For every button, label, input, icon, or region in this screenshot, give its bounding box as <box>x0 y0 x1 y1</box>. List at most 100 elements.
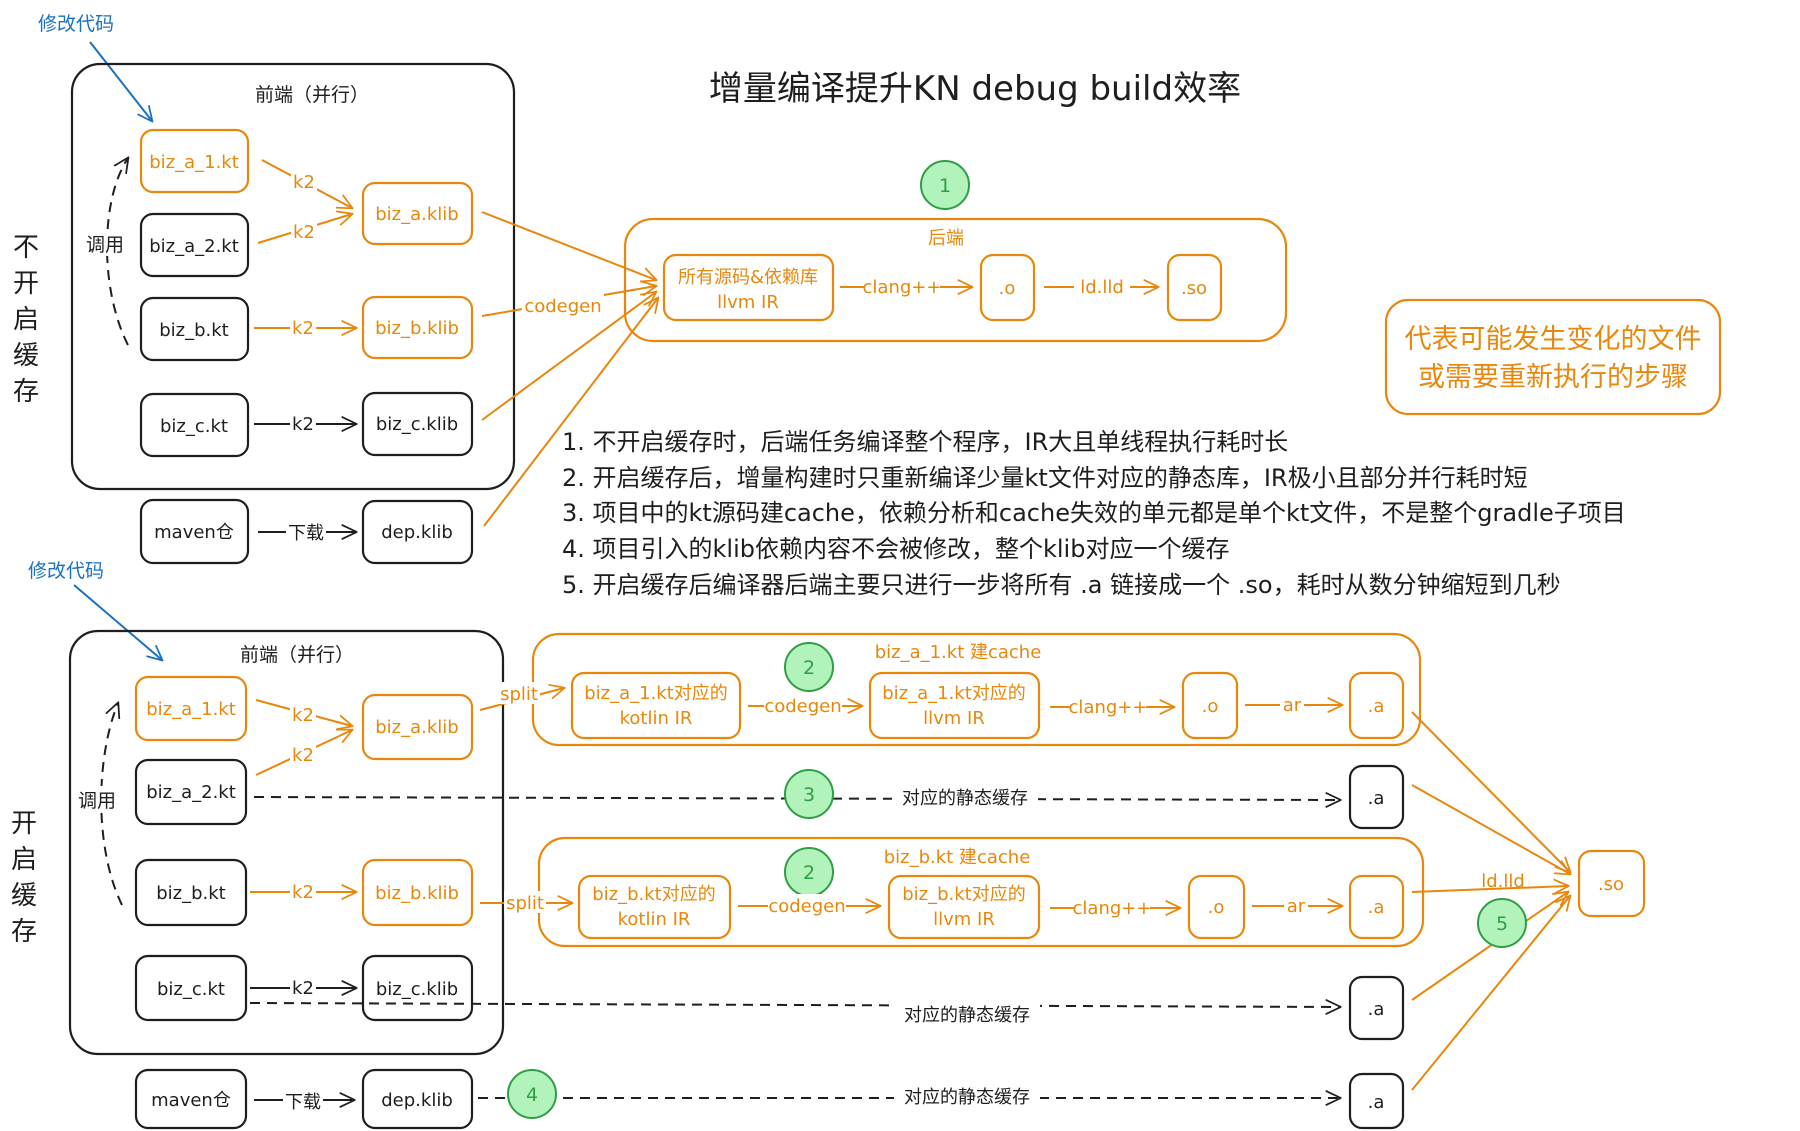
backend-title: 后端 <box>928 228 964 249</box>
step-badge-2: 2 <box>784 642 834 692</box>
svg-text:biz_a.klib: biz_a.klib <box>375 717 458 738</box>
object-file-box-b[interactable]: .o <box>1187 874 1246 940</box>
source-file-biz-c[interactable]: biz_c.kt <box>139 392 250 458</box>
kotlin-ir-box-a[interactable]: biz_a_1.kt对应的 kotlin IR <box>570 671 742 740</box>
side-label-char: 不 <box>13 233 39 263</box>
svg-text:biz_b.kt: biz_b.kt <box>159 320 229 341</box>
note-4: 4. 项目引入的klib依赖内容不会被修改，整个klib对应一个缓存 <box>562 535 1229 563</box>
klib-biz-a[interactable]: biz_a.klib <box>361 181 474 246</box>
source-file-biz-b[interactable]: biz_b.kt <box>139 296 250 362</box>
object-file-box[interactable]: .o <box>979 253 1036 322</box>
svg-text:biz_b.klib: biz_b.klib <box>375 318 459 339</box>
static-lib-box-b[interactable]: .a <box>1348 874 1405 940</box>
all-llvm-ir-box[interactable]: 所有源码&依赖库 llvm IR <box>662 253 835 322</box>
edge-klib-to-backend <box>481 211 656 280</box>
backend-container: 后端 <box>623 217 1288 343</box>
klib-dep[interactable]: dep.klib <box>361 499 474 565</box>
static-cache-label: 对应的静态缓存 <box>902 788 1028 809</box>
step-badge-3: 3 <box>784 769 834 819</box>
edge-k2-label: k2 <box>292 882 314 903</box>
svg-text:.a: .a <box>1368 897 1385 918</box>
page-title: 增量编译提升KN debug build效率 <box>709 69 1241 109</box>
edge-k2-label: k2 <box>293 222 315 243</box>
step-badge-1: 1 <box>920 160 970 210</box>
source-file-biz-a-1[interactable]: biz_a_1.kt <box>139 128 250 194</box>
note-2: 2. 开启缓存后，增量构建时只重新编译少量kt文件对应的静态库，IR极小且部分并… <box>562 464 1528 492</box>
svg-text:.a: .a <box>1368 788 1385 809</box>
edge-static-cache <box>249 1003 1340 1007</box>
static-lib-box-c[interactable]: .a <box>1348 975 1405 1041</box>
side-label-char: 开 <box>11 809 37 839</box>
klib-biz-b[interactable]: biz_b.klib <box>361 858 474 927</box>
edge-split-label: split <box>500 684 538 705</box>
svg-text:dep.klib: dep.klib <box>381 522 453 543</box>
source-file-biz-a-2[interactable]: biz_a_2.kt <box>139 212 250 278</box>
llvm-ir-box-b[interactable]: biz_b.kt对应的 llvm IR <box>887 874 1041 940</box>
static-lib-box-a[interactable]: .a <box>1348 671 1405 740</box>
klib-biz-b[interactable]: biz_b.klib <box>361 295 474 360</box>
klib-biz-a[interactable]: biz_a.klib <box>361 693 474 761</box>
source-file-biz-a-2[interactable]: biz_a_2.kt <box>134 758 248 826</box>
maven-repo[interactable]: maven仓 <box>134 1068 248 1130</box>
frontend-title: 前端（并行） <box>255 84 369 106</box>
step-badge-2: 2 <box>784 847 834 897</box>
edge-clang-label: clang++ <box>1073 898 1152 919</box>
source-file-biz-b[interactable]: biz_b.kt <box>134 858 248 927</box>
legend-line-1: 代表可能发生变化的文件 <box>1405 324 1702 355</box>
notes-list: 1. 不开启缓存时，后端任务编译整个程序，IR大且单线程执行耗时长 2. 开启缓… <box>562 428 1626 599</box>
edge-codegen-label: codegen <box>524 296 601 317</box>
svg-text:llvm IR: llvm IR <box>933 909 995 930</box>
shared-lib-box[interactable]: .so <box>1166 253 1223 322</box>
svg-text:biz_c.klib: biz_c.klib <box>376 979 458 1000</box>
legend: 代表可能发生变化的文件 或需要重新执行的步骤 <box>1384 298 1722 416</box>
source-file-biz-c[interactable]: biz_c.kt <box>134 954 248 1022</box>
klib-biz-c[interactable]: biz_c.klib <box>361 954 474 1022</box>
edge-k2-label: k2 <box>292 705 314 726</box>
object-file-box-a[interactable]: .o <box>1181 671 1239 740</box>
edge-k2-label: k2 <box>292 318 314 339</box>
frontend-title: 前端（并行） <box>240 644 354 666</box>
llvm-ir-box-a[interactable]: biz_a_1.kt对应的 llvm IR <box>868 671 1041 740</box>
static-cache-label: 对应的静态缓存 <box>904 1005 1030 1026</box>
maven-repo[interactable]: maven仓 <box>139 498 250 565</box>
source-file-biz-a-1[interactable]: biz_a_1.kt <box>134 675 248 742</box>
svg-text:biz_c.klib: biz_c.klib <box>376 414 458 435</box>
svg-text:3: 3 <box>803 784 815 806</box>
legend-line-2: 或需要重新执行的步骤 <box>1418 362 1688 393</box>
frontend-container <box>70 62 516 491</box>
kotlin-ir-box-b[interactable]: biz_b.kt对应的 kotlin IR <box>577 874 732 940</box>
edge-link <box>1411 886 1568 892</box>
edge-klib-to-backend <box>483 298 658 527</box>
svg-text:2: 2 <box>803 862 815 884</box>
edge-link <box>1411 892 1568 1001</box>
note-3: 3. 项目中的kt源码建cache，依赖分析和cache失效的单元都是单个kt文… <box>562 499 1626 527</box>
svg-text:maven仓: maven仓 <box>151 1090 231 1111</box>
call-arrow <box>106 158 128 346</box>
svg-text:5: 5 <box>1496 913 1508 935</box>
note-5: 5. 开启缓存后编译器后端主要只进行一步将所有 .a 链接成一个 .so，耗时从… <box>562 571 1561 599</box>
edge-link <box>1411 896 1570 1091</box>
svg-text:.o: .o <box>1202 696 1219 717</box>
svg-text:1: 1 <box>939 175 951 197</box>
edge-k2-label: k2 <box>292 978 314 999</box>
klib-dep[interactable]: dep.klib <box>361 1068 474 1130</box>
svg-text:biz_a_2.kt: biz_a_2.kt <box>149 236 239 257</box>
static-lib-box-a2[interactable]: .a <box>1348 764 1405 830</box>
frontend-container <box>68 629 505 1056</box>
svg-text:所有源码&依赖库: 所有源码&依赖库 <box>678 267 818 288</box>
side-label-char: 缓 <box>13 341 39 371</box>
svg-text:maven仓: maven仓 <box>154 522 234 543</box>
modify-code-arrow <box>73 584 162 660</box>
svg-text:.so: .so <box>1181 278 1207 299</box>
edge-clang-label: clang++ <box>1069 697 1148 718</box>
edge-ar-label: ar <box>1283 695 1302 716</box>
edge-lld-label: ld.lld <box>1481 871 1525 892</box>
shared-lib-box[interactable]: .so <box>1577 849 1646 918</box>
svg-text:llvm IR: llvm IR <box>923 708 985 729</box>
static-lib-box-dep[interactable]: .a <box>1348 1072 1405 1130</box>
modify-code-label: 修改代码 <box>28 560 104 582</box>
side-label-char: 开 <box>13 269 39 299</box>
edge-lld-label: ld.lld <box>1080 277 1124 298</box>
klib-biz-c[interactable]: biz_c.klib <box>361 391 474 457</box>
static-cache-label: 对应的静态缓存 <box>904 1087 1030 1108</box>
